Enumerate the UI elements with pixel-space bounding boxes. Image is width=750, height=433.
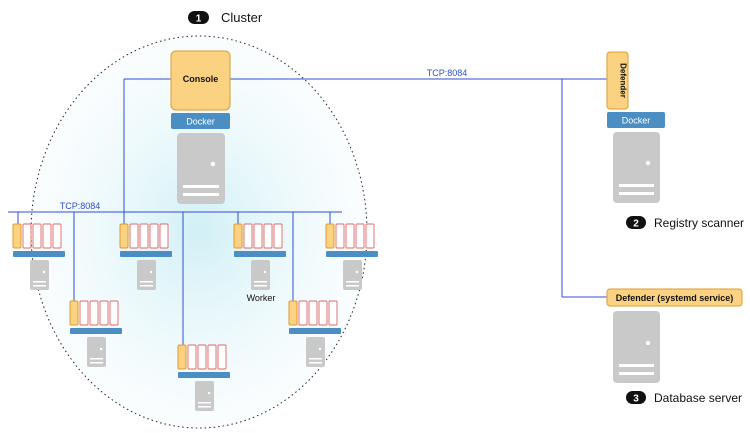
- registry-callout: 2 Registry scanner: [626, 216, 744, 230]
- worker-docker-bar: [326, 251, 378, 257]
- worker-container: [149, 223, 159, 249]
- registry-node: Defender Docker: [606, 51, 665, 203]
- console-docker-label: Docker: [186, 117, 215, 127]
- worker-defender: [69, 300, 79, 326]
- worker-container: [52, 223, 62, 249]
- worker-defender: [233, 223, 243, 249]
- database-callout: 3 Database server: [626, 391, 742, 405]
- worker-server: [30, 260, 49, 290]
- worker-container: [365, 223, 375, 249]
- worker-container: [298, 300, 308, 326]
- database-node: Defender (systemd service): [606, 288, 743, 383]
- worker-server: [87, 337, 106, 367]
- cluster-number-badge: [188, 11, 209, 24]
- worker-node: [233, 223, 286, 290]
- cluster-title: Cluster: [221, 10, 263, 25]
- worker-container: [355, 223, 365, 249]
- worker-server: [251, 260, 270, 290]
- worker-container: [197, 344, 207, 370]
- database-defender-label: Defender (systemd service): [616, 293, 734, 303]
- worker-nodes: [12, 223, 378, 411]
- worker-server: [195, 381, 214, 411]
- worker-container: [335, 223, 345, 249]
- worker-server: [343, 260, 362, 290]
- registry-title: Registry scanner: [654, 216, 744, 230]
- worker-defender: [119, 223, 129, 249]
- top-link-label: TCP:8084: [427, 68, 468, 78]
- worker-server: [137, 260, 156, 290]
- worker-container: [328, 300, 338, 326]
- worker-node: [119, 223, 172, 290]
- database-number: 3: [633, 394, 639, 405]
- console-server: [177, 133, 225, 204]
- worker-node: [325, 223, 378, 290]
- worker-label: Worker: [247, 293, 276, 303]
- worker-container: [318, 300, 328, 326]
- console-node: Console Docker: [170, 50, 231, 204]
- worker-container: [217, 344, 227, 370]
- registry-docker-label: Docker: [622, 116, 651, 126]
- worker-docker-bar: [178, 372, 230, 378]
- worker-container: [109, 300, 119, 326]
- console-box: [170, 50, 231, 111]
- database-defender-box: [606, 288, 743, 307]
- worker-container: [22, 223, 32, 249]
- database-title: Database server: [654, 391, 742, 405]
- worker-container: [159, 223, 169, 249]
- registry-server: [613, 132, 660, 203]
- worker-container: [89, 300, 99, 326]
- worker-container: [42, 223, 52, 249]
- worker-container: [308, 300, 318, 326]
- worker-server: [306, 337, 325, 367]
- registry-docker-bar: [607, 112, 665, 128]
- worker-defender: [288, 300, 298, 326]
- worker-defender: [12, 223, 22, 249]
- worker-docker-bar: [234, 251, 286, 257]
- cluster-number: 1: [196, 14, 202, 25]
- worker-defender: [177, 344, 187, 370]
- registry-number-badge: [626, 216, 646, 229]
- registry-number: 2: [633, 219, 639, 230]
- worker-node: [69, 300, 122, 367]
- console-docker-bar: [171, 113, 230, 129]
- worker-docker-bar: [120, 251, 172, 257]
- cluster-callout: 1 Cluster: [188, 10, 263, 25]
- worker-container: [139, 223, 149, 249]
- console-label: Console: [183, 74, 219, 84]
- worker-defender: [325, 223, 335, 249]
- worker-container: [243, 223, 253, 249]
- worker-container: [207, 344, 217, 370]
- worker-docker-bar: [70, 328, 122, 334]
- database-number-badge: [626, 391, 646, 404]
- worker-docker-bar: [289, 328, 341, 334]
- worker-container: [263, 223, 273, 249]
- worker-container: [32, 223, 42, 249]
- worker-node: [288, 300, 341, 367]
- worker-container: [187, 344, 197, 370]
- worker-node: [12, 223, 65, 290]
- worker-container: [273, 223, 283, 249]
- worker-node: [177, 344, 230, 411]
- database-server: [613, 311, 660, 383]
- worker-docker-bar: [13, 251, 65, 257]
- worker-container: [253, 223, 263, 249]
- cluster-bus-label: TCP:8084: [60, 201, 101, 211]
- registry-defender-label: Defender: [619, 63, 628, 98]
- worker-container: [345, 223, 355, 249]
- worker-container: [99, 300, 109, 326]
- worker-container: [129, 223, 139, 249]
- registry-defender-box: [606, 51, 629, 110]
- worker-container: [79, 300, 89, 326]
